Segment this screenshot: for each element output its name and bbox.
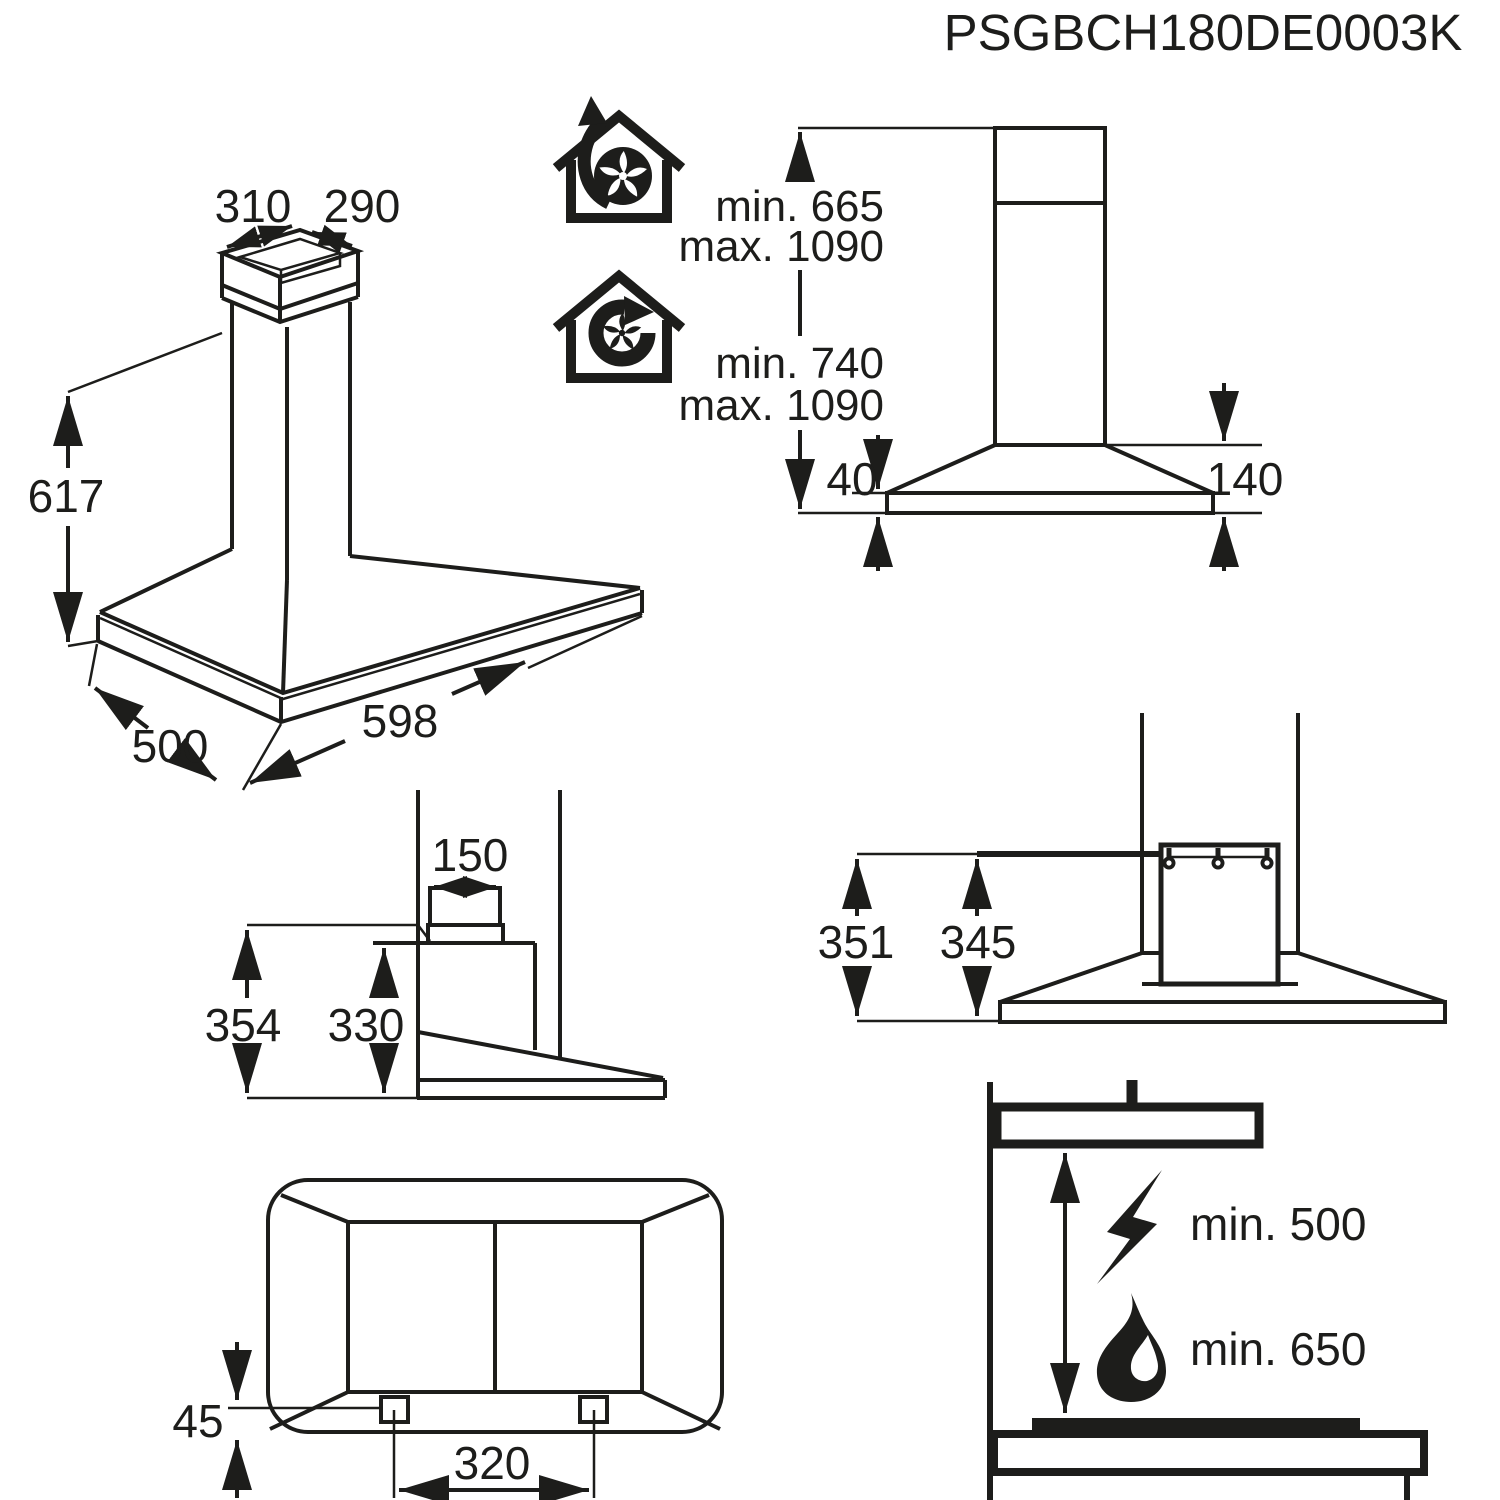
canopy-ridge-right (349, 554, 641, 590)
keyhole-icon (1162, 848, 1176, 870)
canopy-slant-left (886, 443, 996, 495)
exhaust-arrow-stem (577, 116, 613, 209)
dim-chimney-top-width: 310 (215, 180, 292, 232)
dim-598-shaft-a (249, 739, 346, 785)
bottom-view: 45 320 (172, 1178, 724, 1500)
corner-slant-tr (641, 1193, 710, 1224)
canopy-slant-left (999, 951, 1143, 1004)
dim-total-height-side: 354 (205, 999, 282, 1051)
ext-617-bottom (67, 639, 99, 648)
rim-bottom-edge (97, 611, 643, 725)
flame-outer (1096, 1293, 1166, 1402)
ext-500-left (87, 643, 99, 687)
dim-height-to-keyhole: 351 (818, 916, 895, 968)
flame-inner (1130, 1335, 1158, 1382)
dim-base-rim-height: 40 (826, 453, 877, 505)
corner-slant-bl (269, 1390, 349, 1431)
canopy-ridge-left (99, 547, 233, 614)
house-recirculation-icon (552, 269, 686, 383)
house-roof (552, 269, 686, 332)
outlet-flange (426, 923, 505, 945)
canopy-ridge-front (281, 579, 289, 694)
counter (990, 1430, 1428, 1476)
chimney-opening-depth (279, 253, 342, 285)
side-view: 150 354 330 (205, 790, 667, 1100)
keyhole-icon (1260, 848, 1274, 870)
house-walls (566, 320, 672, 383)
mounting-heights: min. 665 max. 1090 min. 740 max. 1090 (552, 96, 995, 515)
base-rim (998, 1000, 1447, 1024)
corner-slant-tl (280, 1193, 349, 1224)
recirculation-min-height: min. 740 (715, 339, 884, 388)
recirculation-max-height: max. 1090 (679, 381, 884, 430)
exhaust-min-height: min. 665 (715, 182, 884, 231)
dim-fixing-hole-spacing: 320 (454, 1437, 531, 1489)
clearance-electric-label: min. 500 (1190, 1198, 1366, 1250)
hood-outline (266, 1178, 724, 1434)
house-exhaust-icon (552, 96, 686, 223)
clearance-view: min. 500 min. 650 (987, 1080, 1428, 1500)
house-walls (566, 160, 672, 223)
corner-slant-br (641, 1390, 721, 1431)
ext-617-top (67, 331, 223, 394)
base-rim (885, 491, 1215, 515)
house-roof (552, 109, 686, 172)
dim-chimney-top-depth: 290 (324, 180, 401, 232)
exhaust-arrow-head (578, 96, 607, 126)
dim-hood-depth: 500 (132, 720, 209, 772)
dim-canopy-height: 140 (1207, 453, 1284, 505)
outlet-duct (428, 886, 502, 927)
keyhole-slots (1162, 848, 1274, 870)
canopy-slant-right (1297, 951, 1446, 1004)
dim-body-height: 330 (328, 999, 405, 1051)
clearance-gas-label: min. 650 (1190, 1323, 1366, 1375)
chimney-joint-line-1 (221, 281, 359, 312)
dim-arrow-290 (311, 224, 353, 254)
ext-500-right (241, 723, 283, 791)
keyhole-hole (1166, 860, 1172, 866)
canopy-slant (417, 1030, 664, 1080)
dim-height-to-bracket-top: 345 (940, 916, 1017, 968)
ext-354-step (417, 924, 431, 942)
dim-fixing-edge-offset: 45 (172, 1395, 223, 1447)
cooktop (1032, 1418, 1360, 1431)
chimney-joint-line-2 (221, 295, 359, 325)
lightning-icon (1097, 1170, 1162, 1284)
recirculation-arrow-head (624, 296, 654, 325)
canopy-slant-right (1104, 443, 1214, 495)
product-code: PSGBCH180DE0003K (944, 4, 1463, 61)
recirculation-ring (588, 299, 656, 367)
ext-598-right (527, 614, 643, 670)
dim-598-shaft-b (451, 660, 526, 696)
dim-hood-width: 598 (362, 695, 439, 747)
chimney-front (993, 126, 1107, 447)
canopy-edge (99, 586, 641, 696)
dim-500-shaft-b (167, 738, 218, 782)
flame-icon (1096, 1293, 1166, 1402)
dim-500-shaft-a (93, 686, 150, 731)
front-view: 40 140 (826, 126, 1284, 571)
keyhole-hole (1264, 860, 1270, 866)
keyhole-hole (1215, 860, 1221, 866)
dim-duct-diameter: 150 (432, 829, 509, 881)
dim-arrow-310 (226, 224, 293, 249)
keyhole-icon (1211, 848, 1225, 870)
isometric-view: 310 290 617 500 598 (28, 180, 644, 791)
hood-bottom (992, 1102, 1264, 1149)
dim-total-height: 617 (28, 470, 105, 522)
exhaust-max-height: max. 1090 (679, 222, 884, 271)
bracket-view: 351 345 (818, 713, 1447, 1024)
